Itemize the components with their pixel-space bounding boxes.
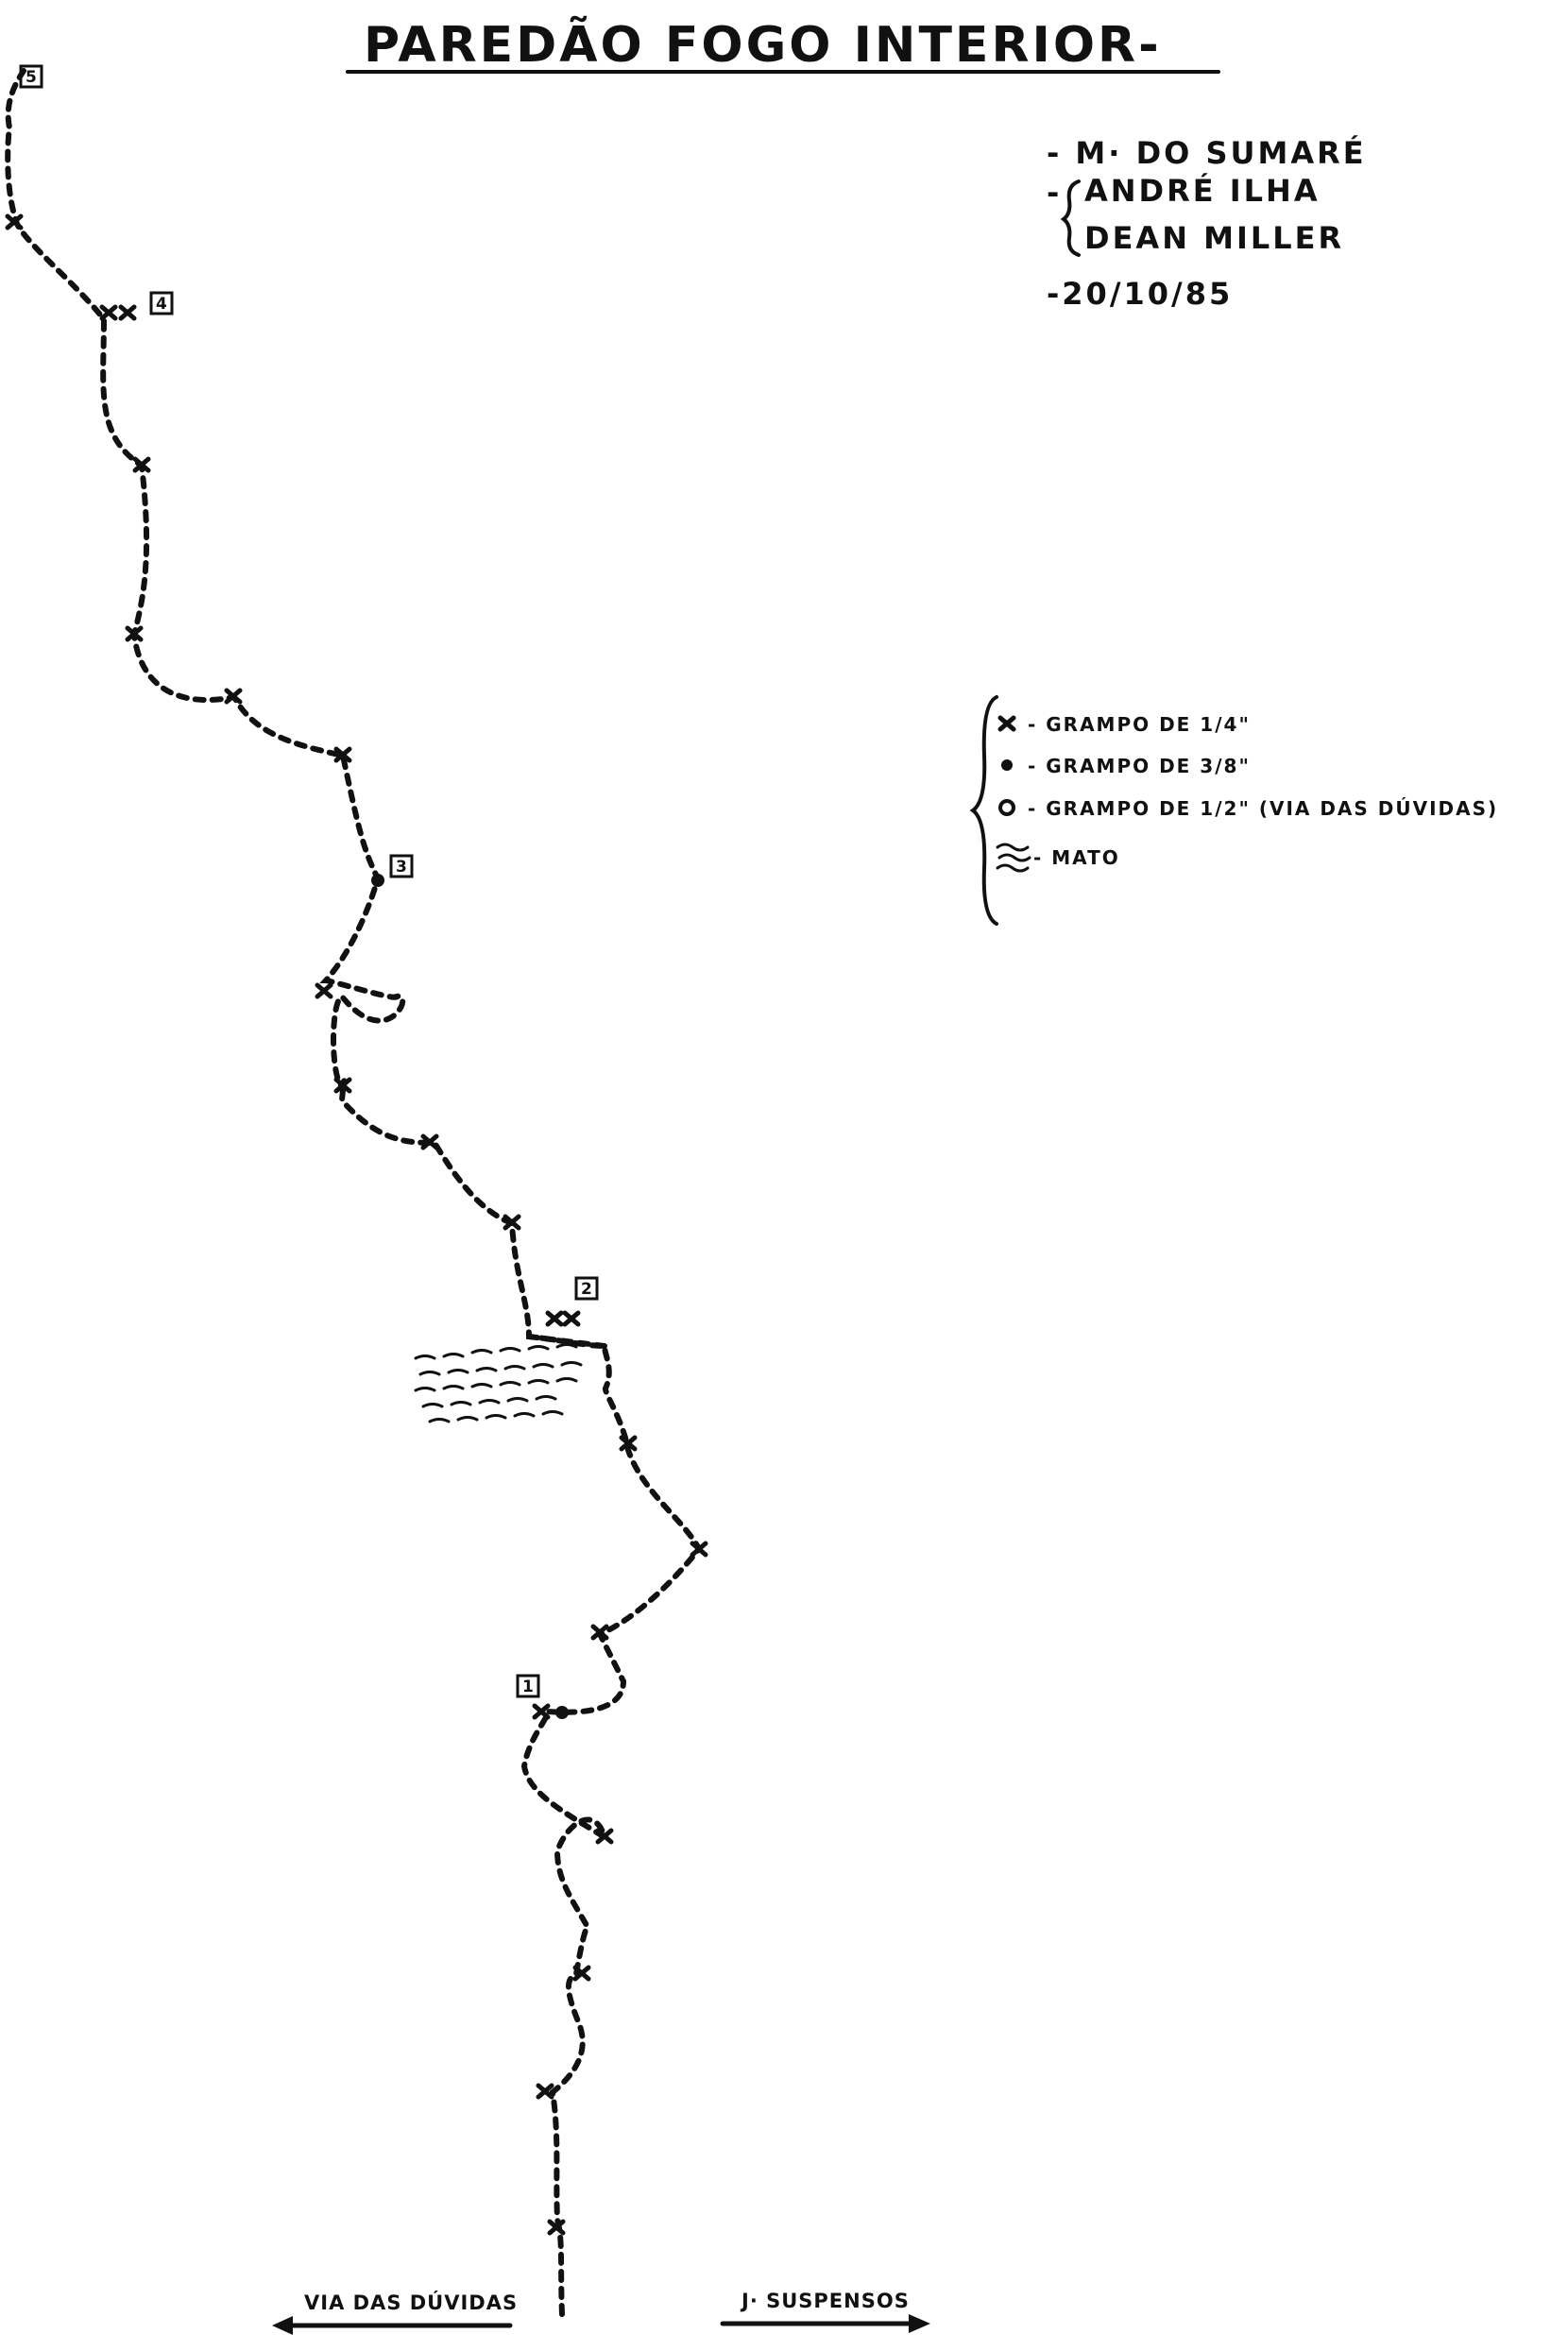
x-mark-icon [619,1435,638,1452]
legend-label-vegetation: - MATO [1033,846,1120,869]
legend: - GRAMPO DE 1/4" - GRAMPO DE 3/8" - GRAM… [969,695,1498,926]
belay-number-3: 3 [396,858,407,877]
belay-1: 1 [516,1674,540,1698]
legend-label-quarter: - GRAMPO DE 1/4" [1028,713,1251,736]
grass-hatch-icon [996,843,1031,873]
info-climber-2: DEAN MILLER [1084,220,1344,256]
open-circle-icon [998,799,1015,816]
belay-box-icon [149,291,174,315]
belay-5: 5 [19,64,43,89]
x-mark-icon [690,1541,708,1558]
route-line [5,68,703,2317]
belay-number-2: 2 [581,1280,592,1299]
belay-box-icon [19,64,43,89]
x-mark-icon [503,1214,521,1231]
x-mark-icon [420,1133,439,1150]
belay-3: 3 [389,854,414,878]
belay-box-icon [516,1674,540,1698]
legend-item-vegetation: - MATO [996,843,1120,873]
arrow-head-left-icon [272,2316,293,2335]
x-mark-icon [562,1310,581,1327]
direction-left-label: VIA DAS DÚVIDAS [304,2291,518,2314]
belay-2: 2 [574,1276,599,1301]
x-mark-icon [315,982,333,999]
legend-brace-icon [969,695,998,926]
x-mark-icon [5,213,24,230]
info-brace-icon [1060,179,1081,257]
x-mark-icon [125,625,144,642]
belay-4: 4 [149,291,174,315]
x-mark-icon [224,688,243,705]
info-date: -20/10/85 [1047,276,1233,312]
route-ledge-segment [526,1334,607,1349]
legend-item-three-eighths-bolt: - GRAMPO DE 3/8" [1001,755,1251,777]
x-mark-icon [118,304,137,321]
legend-label-three-eighths: - GRAMPO DE 3/8" [1028,755,1251,777]
direction-right: J· SUSPENSOS [720,2290,930,2333]
direction-left: VIA DAS DÚVIDAS [272,2291,518,2335]
x-mark-icon [532,1703,551,1720]
info-climber-1: ANDRÉ ILHA [1084,173,1321,209]
direction-right-label: J· SUSPENSOS [740,2290,910,2312]
belay-number-5: 5 [26,68,37,87]
vegetation-patch [414,1343,583,1423]
legend-item-quarter-bolt: - GRAMPO DE 1/4" [997,713,1251,736]
x-mark-icon [333,1077,352,1094]
x-mark-icon [545,1310,564,1327]
x-mark-icon [595,1828,614,1845]
belay-number-4: 4 [156,295,167,314]
x-mark-icon [997,715,1016,732]
legend-item-half-bolt: - GRAMPO DE 1/2" (VIA DAS DÚVIDAS) [998,797,1498,820]
x-mark-icon [572,1965,591,1982]
info-location: - M· DO SUMARÉ [1047,135,1367,171]
filled-dot-icon [555,1706,569,1719]
info-dash: - [1047,175,1062,211]
belay-box-icon [574,1276,599,1301]
x-mark-icon [547,2219,566,2236]
x-mark-icon [333,746,352,763]
x-mark-icon [590,1624,609,1641]
bolt-marks [5,213,708,2236]
belay-box-icon [389,854,414,878]
x-mark-icon [536,2083,554,2100]
x-mark-icon [132,456,151,473]
legend-label-half: - GRAMPO DE 1/2" (VIA DAS DÚVIDAS) [1028,797,1498,820]
belay-number-1: 1 [522,1678,534,1696]
route-title: PAREDÃO FOGO INTERIOR- [364,16,1162,74]
arrow-head-right-icon [909,2314,930,2333]
filled-dot-icon [1001,759,1013,771]
filled-dot-icon [371,874,384,887]
x-mark-icon [99,304,118,321]
